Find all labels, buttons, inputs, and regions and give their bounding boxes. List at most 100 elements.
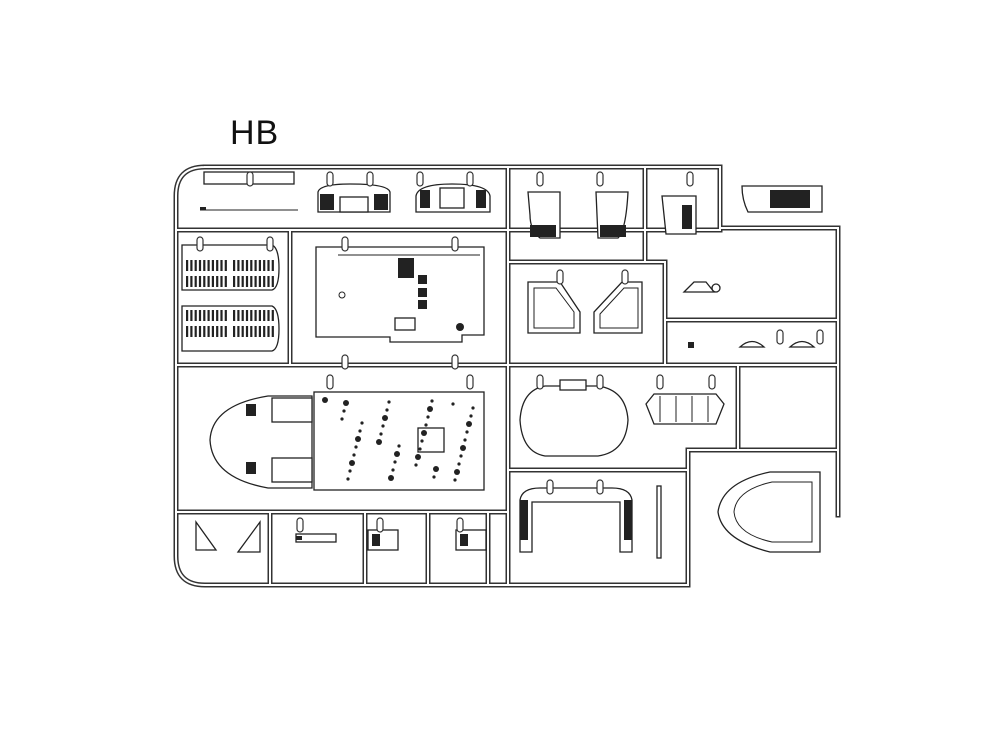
seat-slot	[233, 276, 236, 287]
rivet	[463, 438, 467, 442]
part-small-brackets	[295, 529, 487, 551]
rivet	[418, 447, 422, 451]
seat-slot	[250, 326, 253, 337]
seat-slot	[245, 276, 249, 287]
seat-slot	[220, 260, 223, 271]
gate	[776, 329, 784, 345]
part-door-right	[593, 281, 643, 334]
seat-slot	[263, 260, 266, 271]
gate	[451, 236, 459, 252]
seat-slot	[237, 310, 240, 321]
seat-slot	[216, 276, 219, 287]
seat-slot	[258, 260, 261, 271]
seat-slot	[267, 260, 270, 271]
seat-slot	[271, 326, 274, 337]
rivet	[388, 475, 394, 481]
gate	[546, 479, 554, 495]
gate	[296, 517, 304, 533]
seat-slot	[241, 310, 244, 321]
gate	[466, 171, 474, 187]
seat-slot	[186, 310, 189, 321]
seat-slot	[233, 260, 236, 271]
rivet	[397, 444, 401, 448]
gate	[708, 374, 716, 390]
gate	[596, 374, 604, 390]
seat-slot	[186, 260, 189, 271]
seat-slot	[194, 260, 197, 271]
gate	[326, 374, 334, 390]
gate	[621, 269, 629, 285]
seat-slot	[198, 310, 202, 321]
gate	[816, 329, 824, 345]
runner-line	[175, 165, 839, 586]
rivet	[459, 454, 463, 458]
gate	[266, 236, 274, 252]
seat-slot	[194, 276, 197, 287]
seat-slot	[224, 276, 227, 287]
sprue-label: HB	[230, 114, 280, 152]
seat-slot	[254, 310, 257, 321]
seat-slot	[267, 326, 270, 337]
part-seat-panel-lower	[181, 305, 280, 352]
rivet	[346, 477, 350, 481]
rivet	[387, 400, 391, 404]
sprue-gates	[196, 171, 824, 533]
part-fins	[195, 519, 261, 553]
part-door-left	[527, 281, 581, 334]
gate	[596, 479, 604, 495]
rivet	[379, 432, 383, 436]
rivet	[358, 429, 362, 433]
part-rack	[645, 393, 725, 425]
rivet	[381, 424, 385, 428]
seat-slot	[203, 260, 206, 271]
seat-slot	[198, 326, 202, 337]
seat-slot	[241, 276, 244, 287]
seat-slot	[220, 326, 223, 337]
rivet	[360, 421, 364, 425]
seat-slot	[194, 326, 197, 337]
seat-slot	[237, 260, 240, 271]
rivet	[393, 460, 397, 464]
seat-slot	[203, 276, 206, 287]
seat-slot	[207, 326, 210, 337]
seat-slot	[267, 276, 270, 287]
gate	[341, 354, 349, 370]
seat-slot	[271, 310, 274, 321]
gate	[451, 354, 459, 370]
seat-slot	[245, 260, 249, 271]
rivet	[432, 475, 436, 479]
seat-slot	[186, 326, 189, 337]
seat-slot	[250, 310, 253, 321]
part-small-domes	[688, 340, 816, 348]
rivet	[421, 430, 427, 436]
rivet	[457, 462, 461, 466]
rivet	[391, 468, 395, 472]
gate	[416, 171, 424, 187]
rivet	[451, 402, 455, 406]
part-rod	[656, 485, 662, 559]
rivet	[426, 415, 430, 419]
rivet	[466, 421, 472, 427]
seat-slot	[220, 310, 223, 321]
rivet	[355, 436, 361, 442]
seat-slot	[211, 276, 214, 287]
seat-slot	[245, 326, 249, 337]
rivet	[414, 463, 418, 467]
seat-slot	[190, 276, 193, 287]
seat-slot	[211, 260, 214, 271]
seat-slot	[267, 310, 270, 321]
rivet	[415, 454, 421, 460]
seat-slot	[194, 310, 197, 321]
part-cockpit-top-right	[741, 185, 823, 213]
seat-slot	[224, 260, 227, 271]
seat-slot	[224, 310, 227, 321]
seat-slot	[190, 326, 193, 337]
seat-slot	[207, 260, 210, 271]
rivet	[376, 439, 382, 445]
part-floor-plate	[315, 246, 485, 343]
part-nose-hull	[717, 471, 821, 553]
part-small-fitting	[682, 281, 721, 293]
rivet	[348, 469, 352, 473]
seat-slot	[216, 310, 219, 321]
